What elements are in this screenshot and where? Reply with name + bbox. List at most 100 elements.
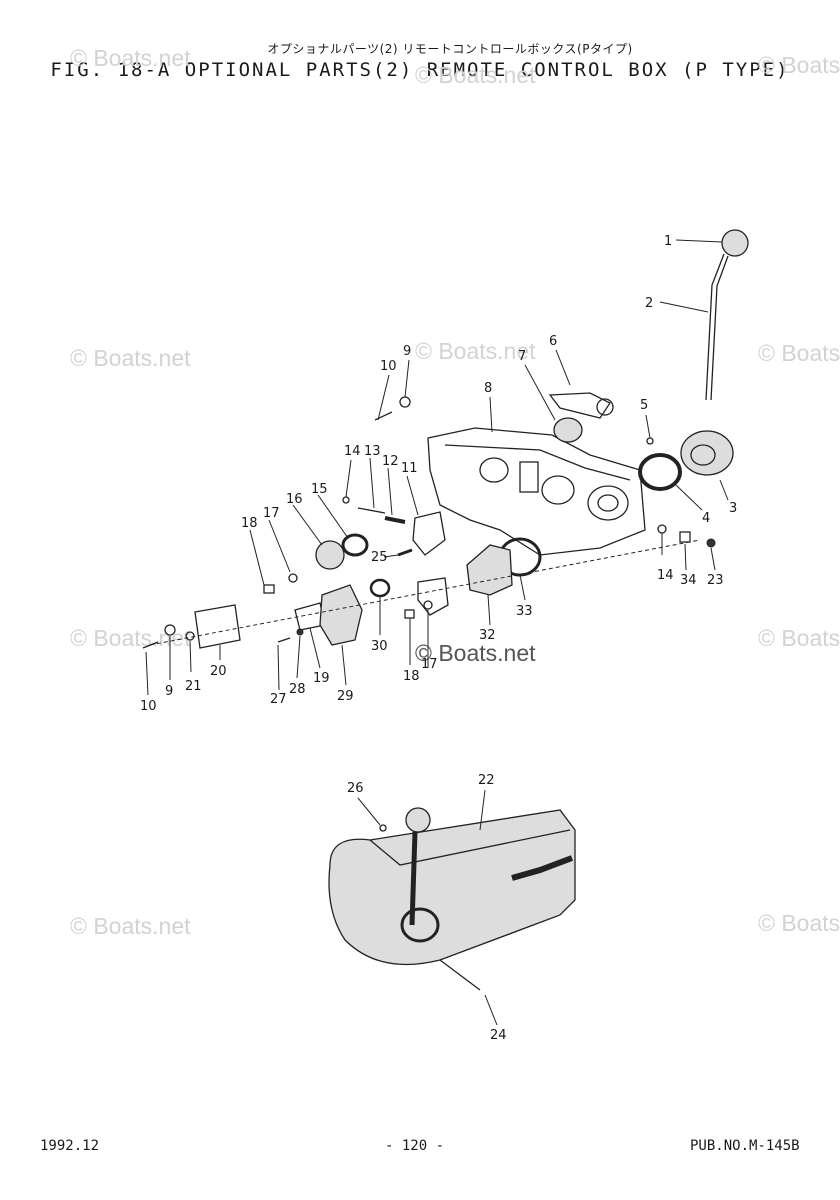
part-pin: [646, 437, 654, 445]
part-screw-head: [379, 824, 387, 832]
label-part-9b: 9: [165, 684, 173, 699]
label-part-16: 16: [286, 492, 303, 507]
label-part-33: 33: [516, 604, 533, 619]
part-bracket-plate: [417, 577, 449, 616]
label-part-32: 32: [479, 628, 496, 643]
part-washer: [185, 631, 195, 641]
label-part-30: 30: [371, 639, 388, 654]
watermark: © Boats.net: [758, 52, 840, 78]
label-part-19: 19: [313, 671, 330, 686]
subtitle-japanese: オプショナルパーツ(2) リモートコントロールボックス(Pタイプ): [267, 42, 633, 56]
leader-lines: [145, 239, 729, 1026]
part-clip: [164, 624, 176, 636]
label-part-20: 20: [210, 664, 227, 679]
part-housing-hole: [541, 475, 575, 505]
part-spring-small: [384, 516, 406, 524]
part-cam: [466, 544, 513, 596]
part-nut-small: [404, 609, 415, 619]
part-neutral-housing: [319, 584, 363, 646]
part-clip: [399, 396, 411, 408]
part-housing-hole: [479, 457, 509, 483]
label-part-22: 22: [478, 773, 495, 788]
label-part-5: 5: [640, 398, 648, 413]
label-part-14: 14: [344, 444, 361, 459]
part-lever-arm: [548, 392, 611, 419]
part-housing-boss: [519, 461, 539, 493]
label-part-29: 29: [337, 689, 354, 704]
label-part-1: 1: [664, 234, 672, 249]
part-cover-rod: [409, 831, 418, 926]
label-part-14b: 14: [657, 568, 674, 583]
label-part-17b: 17: [421, 657, 438, 672]
part-housing-hole: [587, 485, 629, 521]
part-cover-knob: [405, 807, 431, 833]
part-lever-rod: [705, 253, 725, 401]
watermark: © Boats.net: [758, 340, 840, 366]
part-screw: [374, 411, 393, 421]
part-ring: [638, 453, 682, 491]
part-bushing: [369, 578, 391, 598]
part-washer-small: [288, 573, 298, 583]
label-part-11: 11: [401, 461, 418, 476]
part-housing: [427, 427, 646, 556]
part-washer: [657, 524, 667, 534]
label-part-4: 4: [702, 511, 710, 526]
part-disc: [315, 540, 345, 570]
label-part-17: 17: [263, 506, 280, 521]
label-part-2: 2: [645, 296, 653, 311]
figure-title: FIG. 18-A OPTIONAL PARTS(2) REMOTE CONTR…: [50, 59, 790, 81]
part-bracket: [412, 511, 446, 556]
part-collar: [553, 417, 583, 443]
part-hub-inner: [690, 444, 716, 466]
label-part-21: 21: [185, 679, 202, 694]
label-part-18b: 18: [403, 669, 420, 684]
part-cover-lever: [511, 855, 574, 881]
header: オプショナルパーツ(2) リモートコントロールボックス(Pタイプ) FIG. 1…: [0, 40, 840, 81]
part-nut: [296, 628, 304, 636]
label-part-9: 9: [403, 344, 411, 359]
watermark: © Boats.net: [415, 62, 536, 88]
part-housing-edge: [444, 444, 631, 481]
label-part-25: 25: [371, 550, 388, 565]
footer-date: 1992.12: [40, 1138, 100, 1154]
part-ball: [342, 496, 350, 504]
label-part-6: 6: [549, 334, 557, 349]
part-knob: [721, 229, 749, 257]
footer-page-number: - 120 -: [385, 1138, 445, 1154]
label-part-7: 7: [518, 349, 526, 364]
part-hub: [680, 430, 734, 476]
label-part-34: 34: [680, 573, 697, 588]
part-nut: [706, 538, 716, 548]
label-part-15: 15: [311, 482, 328, 497]
assembly-axis: [149, 539, 701, 646]
label-part-26: 26: [347, 781, 364, 796]
part-lever-arm-boss: [596, 398, 614, 416]
label-part-10b: 10: [140, 699, 157, 714]
label-part-3: 3: [729, 501, 737, 516]
watermark: © Boats.net: [415, 640, 536, 666]
label-part-27: 27: [270, 692, 287, 707]
part-nut-small: [263, 584, 275, 594]
part-bolt: [357, 507, 386, 514]
watermark: © Boats.net: [415, 338, 536, 364]
part-pin-small: [397, 548, 413, 557]
part-cover-edge: [369, 829, 571, 866]
watermark: © Boats.net: [758, 625, 840, 651]
part-screw: [277, 637, 291, 643]
label-part-13: 13: [364, 444, 381, 459]
watermark: © Boats.net: [70, 45, 191, 71]
part-washer-small: [423, 600, 433, 610]
label-part-24: 24: [490, 1028, 507, 1043]
part-cover-hub: [400, 907, 440, 943]
part-cover-assembly: [328, 809, 576, 966]
footer-publication-number: PUB.NO.M-145B: [690, 1138, 800, 1154]
watermark: © Boats.net: [70, 345, 191, 371]
watermark: © Boats.net: [758, 910, 840, 936]
label-part-18: 18: [241, 516, 258, 531]
part-screw-long: [439, 959, 481, 991]
watermark: © Boats.net: [70, 913, 191, 939]
part-mount-plate: [194, 604, 241, 649]
label-part-23: 23: [707, 573, 724, 588]
label-part-28: 28: [289, 682, 306, 697]
